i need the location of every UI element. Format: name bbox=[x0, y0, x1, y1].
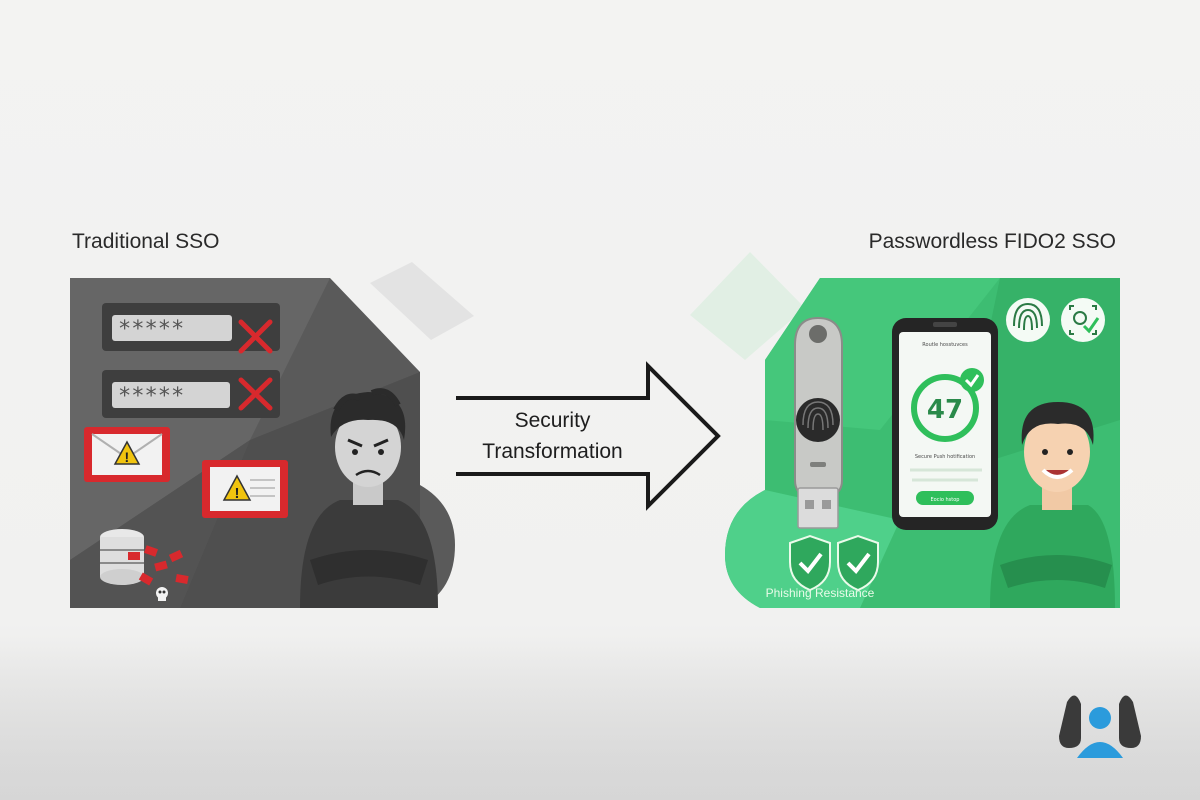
face-id-icon bbox=[1061, 298, 1105, 342]
security-transformation-label: Security Transformation bbox=[460, 405, 645, 467]
svg-text:!: ! bbox=[235, 485, 240, 502]
center-label-line1: Security bbox=[514, 409, 591, 432]
phone-number: 47 bbox=[927, 395, 963, 425]
frustrated-person-illustration bbox=[300, 388, 438, 608]
warning-email-icon: ! bbox=[84, 427, 170, 482]
brand-logo bbox=[1059, 695, 1141, 758]
password-mask-1: ***** bbox=[118, 317, 184, 342]
passwordless-sso-title: Passwordless FIDO2 SSO bbox=[868, 230, 1116, 253]
decor-tile-right bbox=[690, 252, 805, 360]
traditional-sso-title: Traditional SSO bbox=[72, 230, 220, 253]
usb-key-icon bbox=[794, 316, 843, 529]
phone-caption: Secure Push hotification bbox=[915, 454, 975, 460]
database-breach-icon bbox=[100, 529, 189, 586]
cross-icon bbox=[238, 319, 273, 354]
svg-text:!: ! bbox=[125, 449, 130, 465]
smartphone bbox=[892, 318, 998, 530]
skull-icon bbox=[156, 587, 168, 601]
happy-person-illustration bbox=[990, 402, 1115, 608]
password-mask-2: ***** bbox=[118, 384, 184, 409]
cross-icon bbox=[238, 377, 273, 411]
phone-button[interactable]: Eocio hstop bbox=[931, 497, 960, 503]
fingerprint-icon bbox=[1006, 298, 1050, 342]
password-field-2: ***** bbox=[102, 370, 280, 418]
shield-check-icon bbox=[789, 534, 831, 592]
center-label-line2: Transformation bbox=[482, 440, 623, 463]
phone-header: Routle hosstuvces bbox=[922, 342, 968, 348]
shield-check-icon bbox=[837, 534, 879, 592]
warning-email-icon: ! bbox=[202, 460, 288, 518]
fingerprint-icon bbox=[796, 398, 840, 442]
phishing-resistance-label: Phishing Resistance bbox=[765, 586, 875, 600]
bottom-fade bbox=[0, 640, 1200, 800]
decor-tile-left bbox=[370, 262, 474, 340]
password-field-1: ***** bbox=[102, 303, 280, 354]
